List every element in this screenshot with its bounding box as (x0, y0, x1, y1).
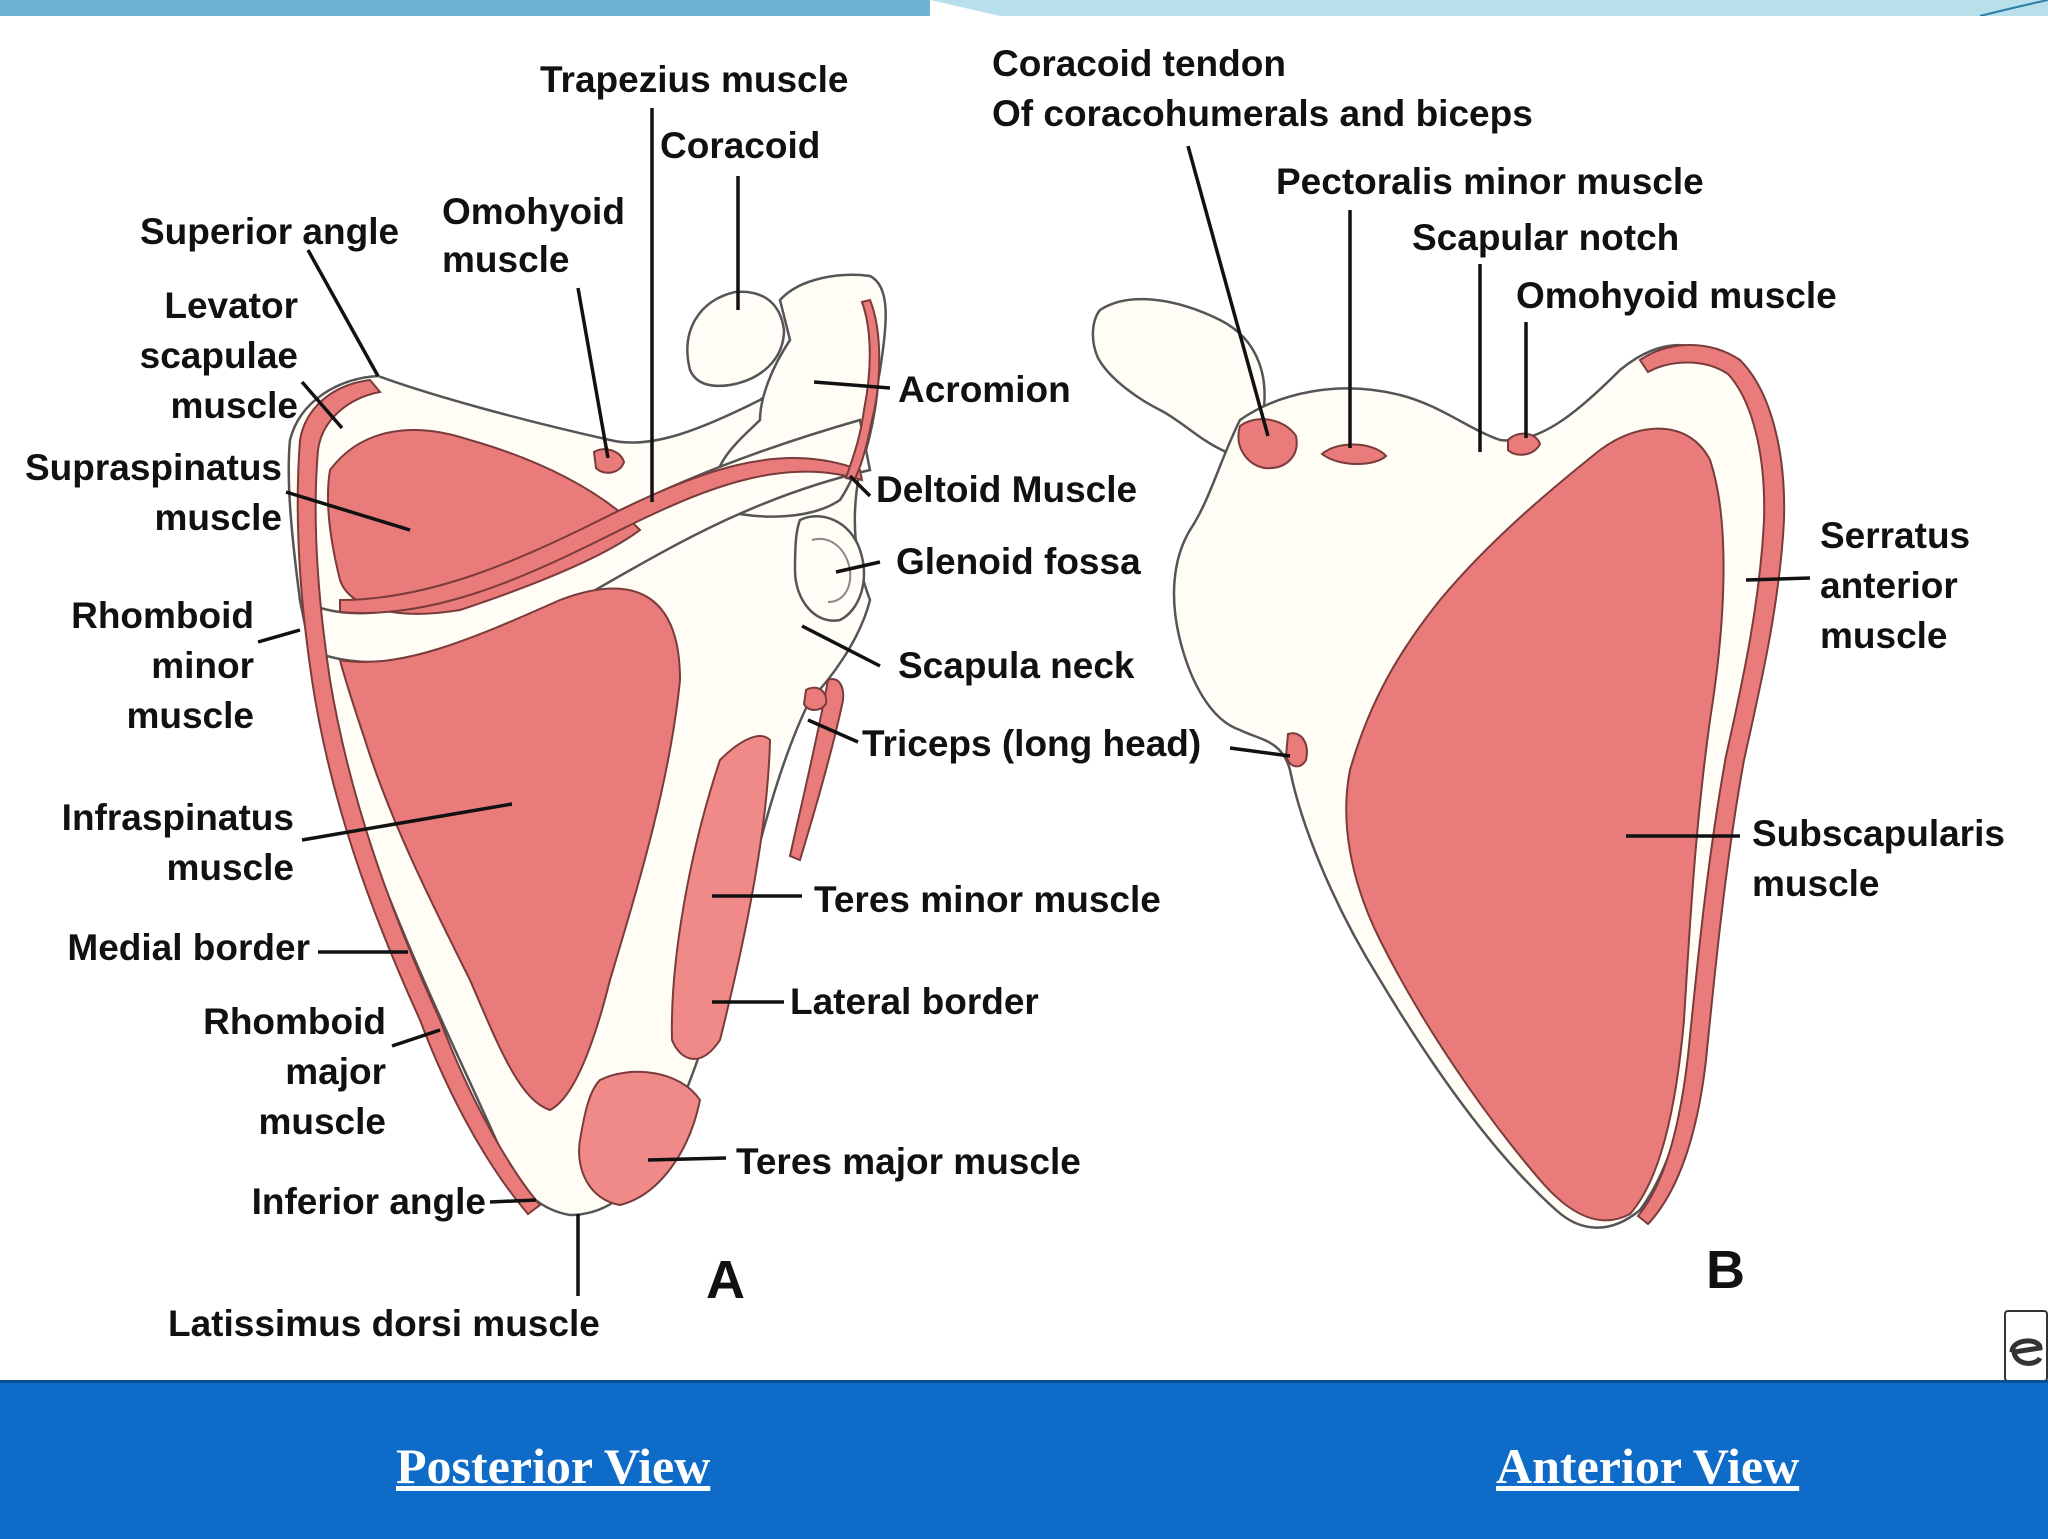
top-bar-right (930, 0, 2048, 16)
pectoralis-minor-attachment (1320, 443, 1388, 465)
medial-border-muscle (296, 378, 542, 1216)
corner-logo-badge (2004, 1310, 2048, 1382)
label-omohyoid-anterior: Omohyoid muscle (1516, 275, 1837, 316)
label-lateral-border: Lateral border (790, 981, 1039, 1022)
trapezius-deltoid-band (339, 457, 864, 614)
posterior-leader-lines (257, 108, 891, 1296)
label-scapula-neck: Scapula neck (898, 645, 1135, 686)
logo-icon (2009, 1338, 2043, 1366)
label-pectoralis-minor: Pectoralis minor muscle (1276, 161, 1704, 202)
label-acromion: Acromion (898, 369, 1071, 410)
label-levator-line2: scapulae (140, 335, 298, 376)
label-serratus-line1: Serratus (1820, 515, 1970, 556)
subscapularis-muscle (1345, 427, 1725, 1222)
anterior-leader-lines (1186, 145, 1811, 838)
label-rhomboid-major-line3: muscle (258, 1101, 386, 1142)
omohyoid-anterior-attachment (1507, 432, 1542, 456)
lateral-border-muscle (788, 678, 845, 862)
top-bar-curve (1979, 0, 2048, 16)
label-serratus-line2: anterior (1820, 565, 1958, 606)
label-coracoid: Coracoid (660, 125, 820, 166)
label-glenoid-fossa: Glenoid fossa (896, 541, 1141, 582)
infraspinatus-muscle (338, 587, 682, 1112)
serratus-anterior-muscle (1636, 344, 1786, 1226)
label-supraspinatus-line1: Supraspinatus (25, 447, 282, 488)
omohyoid-attachment (592, 448, 626, 474)
coracoid-process (686, 290, 786, 388)
label-scapular-notch: Scapular notch (1412, 217, 1679, 258)
label-rhomboid-minor-line3: muscle (126, 695, 254, 736)
label-coracoid-tendon-line2: Of coracohumerals and biceps (992, 93, 1533, 134)
label-latissimus-dorsi: Latissimus dorsi muscle (168, 1303, 600, 1344)
top-bar-left (0, 0, 930, 16)
label-infraspinatus-line1: Infraspinatus (62, 797, 294, 838)
label-serratus-line3: muscle (1820, 615, 1948, 656)
scapula-diagram: Trapezius muscle Coracoid Omohyoid muscl… (25, 43, 2005, 1344)
label-triceps-long-head: Triceps (long head) (862, 723, 1201, 764)
label-coracoid-tendon-line1: Coracoid tendon (992, 43, 1286, 84)
anterior-scapula-figure (1091, 297, 1786, 1229)
label-medial-border: Medial border (67, 927, 310, 968)
posterior-scapula-figure (287, 273, 887, 1217)
label-rhomboid-minor-line2: minor (151, 645, 254, 686)
panel-letter-b: B (1706, 1240, 1745, 1300)
label-omohyoid-line1: Omohyoid (442, 191, 625, 232)
label-deltoid-muscle: Deltoid Muscle (876, 469, 1137, 510)
supraspinatus-muscle (327, 429, 642, 615)
posterior-view-link[interactable]: Posterior View (396, 1438, 711, 1494)
glenoid-rim (793, 515, 866, 622)
label-levator-line3: muscle (170, 385, 298, 426)
diagram-stage: Trapezius muscle Coracoid Omohyoid muscl… (25, 43, 2005, 1344)
label-rhomboid-minor-line1: Rhomboid (71, 595, 254, 636)
posterior-labels: Trapezius muscle Coracoid Omohyoid muscl… (25, 59, 1201, 1344)
label-trapezius-muscle: Trapezius muscle (540, 59, 848, 100)
triceps-attachment (802, 686, 828, 711)
label-teres-major-muscle: Teres major muscle (736, 1141, 1081, 1182)
label-subscapularis-line1: Subscapularis (1752, 813, 2005, 854)
label-infraspinatus-line2: muscle (166, 847, 294, 888)
label-levator-line1: Levator (164, 285, 298, 326)
label-superior-angle: Superior angle (140, 211, 399, 252)
teres-major-muscle (578, 1070, 702, 1207)
label-rhomboid-major-line1: Rhomboid (203, 1001, 386, 1042)
footer-bar: Posterior View Anterior View (0, 1380, 2048, 1539)
label-rhomboid-major-line2: major (285, 1051, 386, 1092)
label-omohyoid-line2: muscle (442, 239, 570, 280)
triceps-anterior-attachment (1284, 732, 1308, 768)
coracoid-tendon-attachment (1237, 418, 1298, 470)
label-subscapularis-line2: muscle (1752, 863, 1880, 904)
label-teres-minor-muscle: Teres minor muscle (814, 879, 1161, 920)
label-inferior-angle: Inferior angle (252, 1181, 486, 1222)
anterior-labels: Coracoid tendon Of coracohumerals and bi… (992, 43, 2005, 1300)
top-decorative-bar (0, 0, 2048, 16)
label-supraspinatus-line2: muscle (154, 497, 282, 538)
anterior-view-link[interactable]: Anterior View (1496, 1438, 1800, 1494)
acromion-muscle-rim (844, 298, 881, 482)
panel-letter-a: A (706, 1250, 745, 1310)
